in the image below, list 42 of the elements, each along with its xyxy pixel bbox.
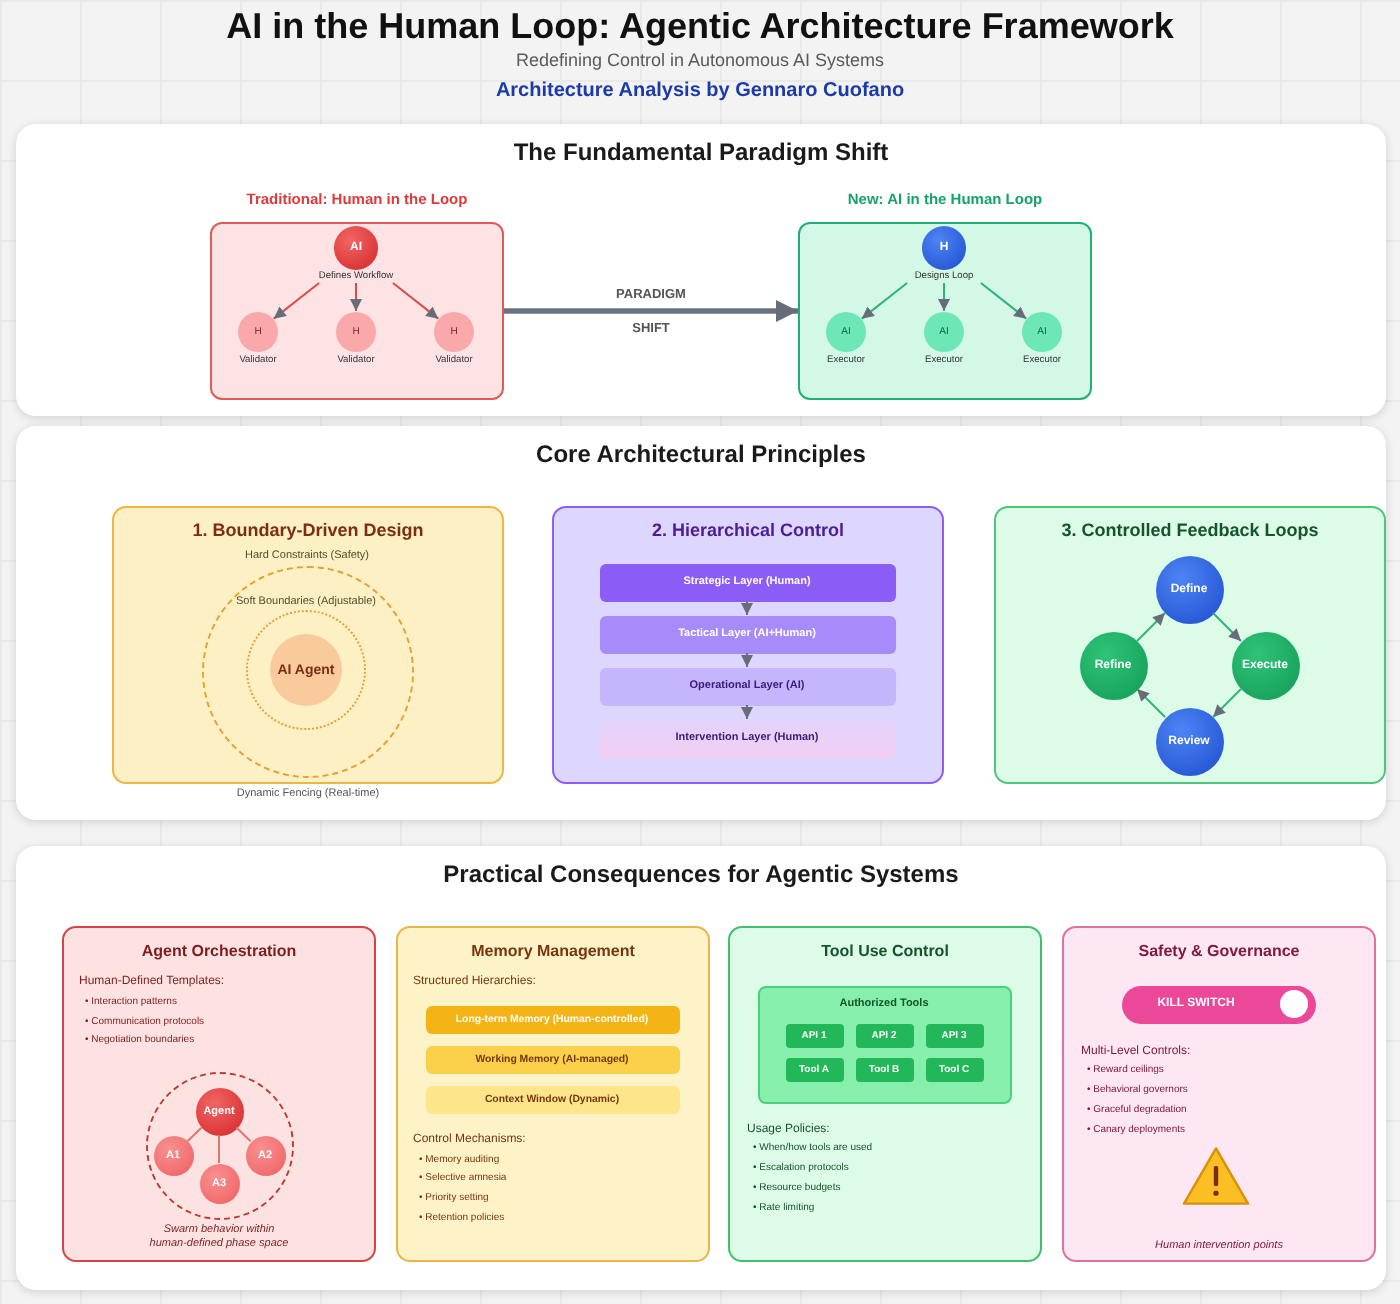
section-panel (16, 846, 1386, 1290)
arrow (1212, 688, 1242, 718)
section-heading: Core Architectural Principles (536, 440, 866, 468)
section-panel (16, 426, 1386, 820)
arrow (350, 282, 362, 312)
section-heading: Practical Consequences for Agentic Systems (443, 860, 959, 888)
card-title: 3. Controlled Feedback Loops (1061, 520, 1319, 542)
consequence-card (728, 926, 1042, 1262)
card-title: Memory Management (471, 941, 635, 961)
arrow (860, 282, 909, 320)
subtitle: Redefining Control in Autonomous AI Systems (515, 50, 885, 72)
arrow (1212, 612, 1242, 642)
arrow (391, 282, 440, 320)
diagram-title: AI in the Human Loop: Agentic Architecture Framework (226, 4, 1174, 48)
section-panel (16, 124, 1386, 416)
principle-card (552, 506, 944, 784)
card-title: 1. Boundary-Driven Design (192, 520, 424, 542)
connector-line (218, 1134, 220, 1164)
card-title: Agent Orchestration (141, 941, 297, 961)
consequence-card (396, 926, 710, 1262)
consequence-card (1062, 926, 1376, 1262)
arrow (1136, 688, 1166, 718)
consequence-card (62, 926, 376, 1262)
card-title: 2. Hierarchical Control (651, 520, 845, 542)
arrow (272, 282, 321, 320)
principle-card (112, 506, 504, 784)
arrow (741, 600, 753, 616)
arrow (938, 282, 950, 312)
connector-line (186, 1126, 203, 1143)
byline: Architecture Analysis by Gennaro Cuofano (495, 80, 905, 104)
card-title: Safety & Governance (1138, 941, 1300, 961)
arrow (504, 300, 798, 322)
card-title: Tool Use Control (821, 941, 949, 961)
swarm-boundary-ring (145, 1071, 293, 1219)
connector-line (235, 1126, 252, 1143)
arrow (741, 704, 753, 720)
tools-panel (757, 985, 1011, 1103)
arrow (979, 282, 1028, 320)
arrow (741, 652, 753, 668)
section-heading: The Fundamental Paradigm Shift (513, 138, 889, 166)
principle-card (994, 506, 1386, 784)
arrow (1136, 612, 1166, 642)
